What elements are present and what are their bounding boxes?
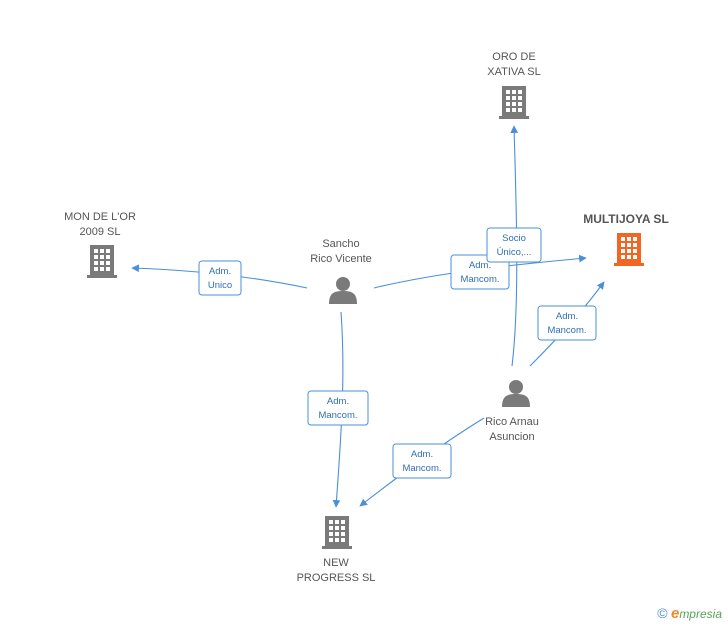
node-label-line2: Asuncion [489, 431, 534, 443]
node-sancho-rico-vicente[interactable]: Sancho Rico Vicente [310, 238, 372, 304]
node-rico-arnau-asuncion[interactable]: Rico Arnau Asuncion [485, 380, 539, 443]
edge-rico-multijoya: Adm. Mancom. [529, 281, 605, 367]
edge-sancho-multijoya: Adm. Mancom. [373, 254, 587, 290]
node-label-line1: ORO DE [492, 51, 535, 63]
node-label-line1: Rico Arnau [485, 416, 539, 428]
edge-sancho-newprog: Adm. Mancom. [307, 311, 369, 508]
edge-sancho-mon: Adm. Unico [131, 260, 308, 296]
edge-label-line1: Socio [502, 233, 526, 244]
node-mon-de-lor[interactable]: MON DE L'OR 2009 SL [64, 211, 136, 278]
person-icon [502, 380, 530, 407]
edge-label-line1: Adm. [411, 449, 433, 460]
edge-label-line2: Mancom. [402, 463, 441, 474]
edge-label-line2: Único,... [497, 247, 532, 258]
building-icon [322, 516, 352, 549]
building-icon [87, 245, 117, 278]
node-label-line1: MULTIJOYA SL [583, 212, 669, 226]
edge-label-line1: Adm. [209, 266, 231, 277]
node-label-line2: 2009 SL [80, 226, 121, 238]
edge-label-line2: Mancom. [460, 274, 499, 285]
node-new-progress[interactable]: NEW PROGRESS SL [297, 516, 376, 584]
edge-label-box[interactable]: Adm. Mancom. [450, 254, 510, 290]
node-oro-de-xativa[interactable]: ORO DE XATIVA SL [487, 51, 541, 119]
brand-name: mpresia [679, 607, 722, 621]
brand-logo-letter: e [670, 605, 680, 622]
copyright-symbol: © [657, 605, 668, 621]
node-label-line2: PROGRESS SL [297, 572, 376, 584]
edge-label-line1: Adm. [469, 260, 491, 271]
node-label-line2: XATIVA SL [487, 66, 540, 78]
edge-label-box[interactable]: Adm. Mancom. [392, 443, 452, 479]
node-label-line2: Rico Vicente [310, 253, 372, 265]
person-icon [329, 277, 357, 304]
edge-rico-newprog: Adm. Mancom. [359, 417, 485, 507]
node-multijoya[interactable]: MULTIJOYA SL [583, 212, 669, 266]
edge-label-line1: Adm. [556, 311, 578, 322]
edge-label-line2: Unico [208, 280, 232, 291]
edge-label-line2: Mancom. [318, 410, 357, 421]
edge-label-box[interactable]: Adm. Mancom. [307, 390, 369, 426]
building-icon [499, 86, 529, 119]
edge-label-line2: Mancom. [547, 325, 586, 336]
edge-label-box[interactable]: Adm. Mancom. [537, 305, 597, 341]
building-icon [614, 233, 644, 266]
node-label-line1: NEW [323, 557, 349, 569]
node-label-line1: MON DE L'OR [64, 211, 136, 223]
edge-rico-oro: Socio Único,... [486, 125, 542, 367]
edge-label-box[interactable]: Adm. Unico [198, 260, 242, 296]
footer-brand: © empresia [657, 605, 722, 622]
edge-label-box[interactable]: Socio Único,... [486, 227, 542, 263]
node-label-line1: Sancho [322, 238, 359, 250]
edge-label-line1: Adm. [327, 396, 349, 407]
